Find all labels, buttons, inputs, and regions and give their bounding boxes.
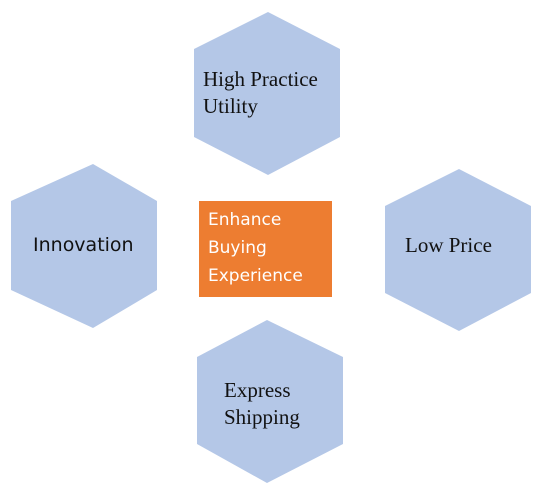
hexagon-bottom bbox=[197, 320, 343, 483]
hexagon-label-high-practice-utility: High Practice Utility bbox=[203, 66, 318, 120]
center-line: Enhance bbox=[208, 210, 282, 230]
hexagon-right bbox=[385, 169, 531, 331]
hexagon-label-innovation: Innovation bbox=[33, 232, 134, 259]
label-line: Shipping bbox=[224, 405, 300, 429]
hexagon-label-express-shipping: Express Shipping bbox=[224, 377, 300, 431]
hexagon-left bbox=[11, 164, 157, 328]
center-line: Experience bbox=[208, 266, 303, 286]
center-box-enhance-buying-experience: Enhance Buying Experience bbox=[199, 201, 332, 297]
label-line: Utility bbox=[203, 94, 258, 118]
label-line: Low Price bbox=[405, 233, 492, 257]
hexagon-top bbox=[194, 12, 340, 175]
center-line: Buying bbox=[208, 238, 267, 258]
hexagon-label-low-price: Low Price bbox=[405, 232, 492, 259]
label-line: High Practice bbox=[203, 67, 318, 91]
label-line: Express bbox=[224, 378, 291, 402]
label-line: Innovation bbox=[33, 234, 134, 256]
